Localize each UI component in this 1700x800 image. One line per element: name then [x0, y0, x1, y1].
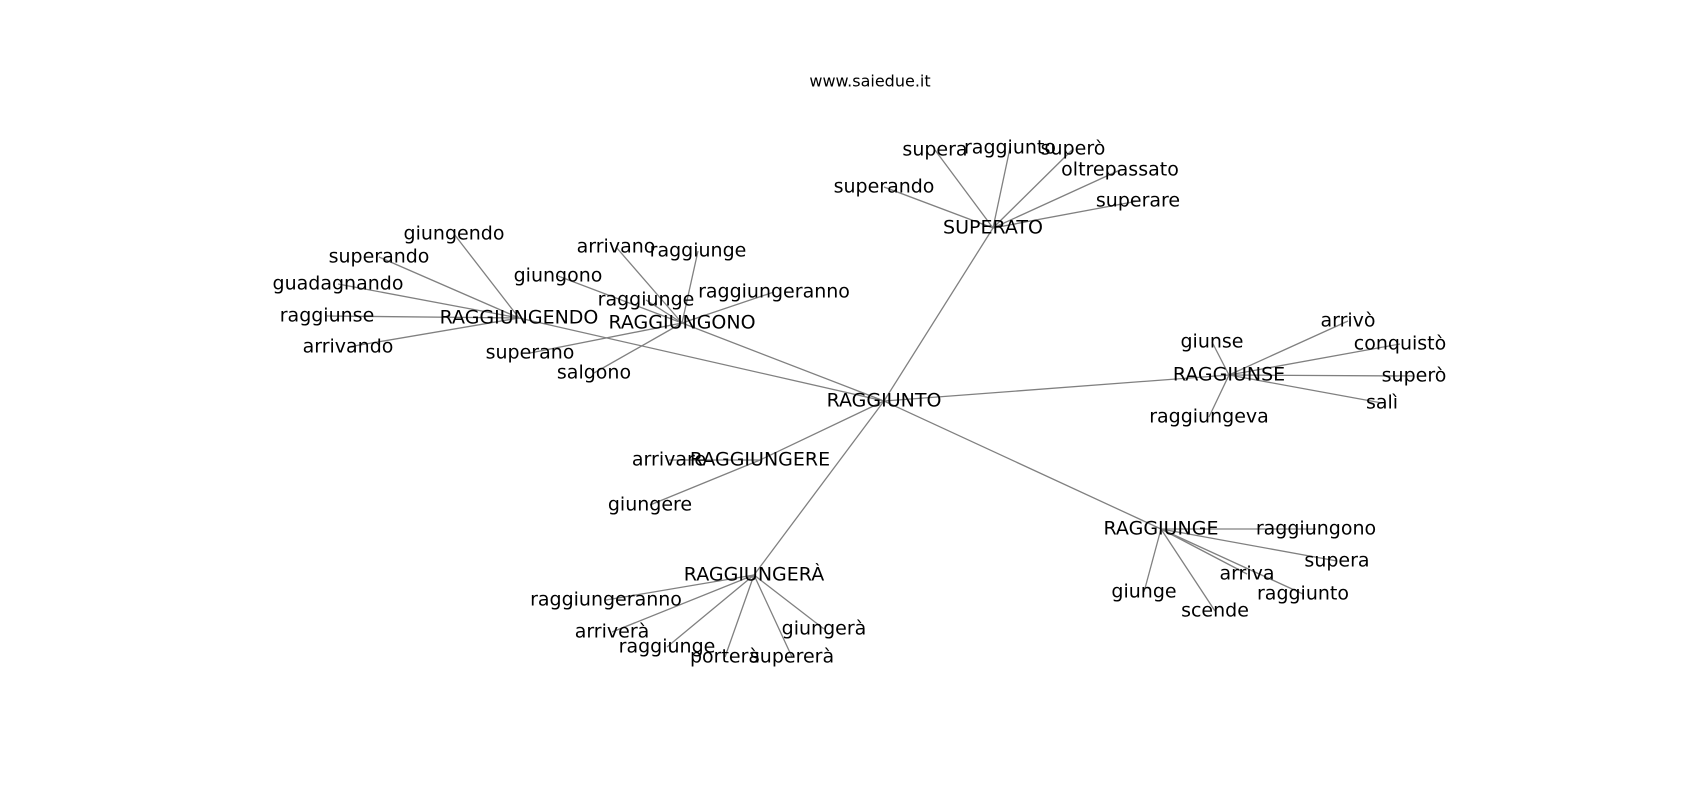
- edge-superato-superato_raggiunto: [992, 147, 1011, 229]
- edge-raggiunge-rge_giunge: [1143, 528, 1162, 593]
- edge-raggiungera-rra_arrivera: [611, 574, 755, 633]
- node-rse-sali: salì: [1366, 392, 1398, 414]
- node-rra-portera: porterà: [690, 646, 760, 668]
- node-superato-oltrepassato: oltrepassato: [1061, 159, 1179, 181]
- edge-raggiunse-rse_conquisto: [1228, 343, 1401, 376]
- edge-raggiunse-rse_giunse: [1211, 341, 1230, 376]
- edge-raggiunge-rge_raggiunto: [1160, 528, 1304, 595]
- node-rgno-raggiunge-b: raggiunge: [598, 289, 695, 311]
- node-raggiungendo: RAGGIUNGENDO: [440, 307, 599, 329]
- node-rge-raggiungono: raggiungono: [1256, 518, 1376, 540]
- edge-raggiungono-rgno_salgono: [593, 322, 683, 374]
- node-superato-supero: superò: [1041, 138, 1106, 160]
- edge-raggiungono-rgno_giungono: [557, 275, 683, 324]
- node-superato: SUPERATO: [943, 217, 1043, 239]
- node-rgno-raggiungeranno: raggiungeranno: [698, 281, 850, 303]
- edge-raggiunge-rge_arriva: [1160, 528, 1248, 575]
- edge-raggiungendo-rgndo_raggiunse: [326, 315, 520, 319]
- node-rse-conquisto: conquistò: [1354, 333, 1446, 355]
- node-rgndo-superando: superando: [329, 246, 430, 268]
- edge-raggiunse-rse_raggiungeva: [1208, 374, 1230, 418]
- node-rge-arriva: arriva: [1219, 563, 1274, 585]
- node-rge-supera: supera: [1304, 550, 1369, 572]
- edge-raggiungera-rra_portera: [724, 574, 755, 658]
- edge-raggiunto-raggiungera: [753, 400, 885, 576]
- node-raggiunse: RAGGIUNSE: [1173, 364, 1285, 386]
- edge-raggiungera-rra_raggiungeranno: [605, 574, 755, 601]
- node-raggiungera: RAGGIUNGERÀ: [684, 563, 824, 586]
- node-superato-superando: superando: [834, 176, 935, 198]
- node-raggiungono: RAGGIUNGONO: [608, 312, 755, 334]
- node-rre-arrivare: arrivare: [632, 449, 706, 471]
- node-rse-giunse: giunse: [1180, 331, 1243, 353]
- node-rra-raggiungeranno: raggiungeranno: [530, 589, 682, 611]
- edges-layer: [326, 147, 1415, 658]
- node-rgno-arrivano: arrivano: [577, 236, 656, 258]
- edge-raggiunse-rse_supero: [1228, 374, 1415, 377]
- node-rgndo-guadagnando: guadagnando: [273, 273, 404, 295]
- node-rse-raggiungeva: raggiungeva: [1149, 406, 1269, 428]
- node-rge-giunge: giunge: [1111, 581, 1176, 603]
- node-raggiunge: RAGGIUNGE: [1104, 518, 1219, 540]
- diagram-title: www.saiedue.it: [809, 72, 930, 91]
- edge-raggiunto-superato: [883, 227, 994, 402]
- node-rgndo-giungendo: giungendo: [404, 223, 505, 245]
- edge-raggiunto-raggiungendo: [518, 317, 885, 402]
- node-rgno-superano: superano: [486, 342, 575, 364]
- edge-raggiungere-rre_giungere: [649, 459, 761, 506]
- edge-raggiunto-raggiunse: [883, 374, 1230, 402]
- edge-raggiungendo-rgndo_superando: [378, 256, 520, 319]
- node-rra-raggiunge: raggiunge: [619, 636, 716, 658]
- edge-raggiungono-rgno_raggiunge_a: [681, 250, 699, 324]
- node-rge-raggiunto: raggiunto: [1257, 583, 1349, 605]
- node-rse-supero: superò: [1382, 365, 1447, 387]
- edge-raggiunto-raggiunge: [883, 400, 1162, 530]
- node-rgno-salgono: salgono: [557, 362, 631, 384]
- edge-raggiungera-rra_giungera: [753, 574, 825, 630]
- node-rra-giungera: giungerà: [782, 618, 867, 640]
- edge-raggiungera-rra_raggiunge: [666, 574, 755, 648]
- node-rgno-giungono: giungono: [514, 265, 603, 287]
- edge-raggiungono-rgno_superano: [529, 322, 683, 354]
- edge-superato-superato_supero: [992, 148, 1074, 229]
- node-superato-raggiunto: raggiunto: [964, 137, 1056, 159]
- edge-superato-superato_supera: [934, 149, 994, 229]
- node-rgndo-raggiunse: raggiunse: [280, 305, 375, 327]
- node-superato-superare: superare: [1096, 190, 1180, 212]
- edge-raggiungendo-rgndo_guadagnando: [337, 283, 520, 319]
- nodes-layer: RAGGIUNTO SUPERATO RAGGIUNGENDO RAGGIUNGONO…: [273, 137, 1447, 668]
- edge-raggiunge-rge_supera: [1160, 528, 1338, 562]
- edge-raggiungono-rgno_raggiungeranno: [681, 291, 775, 324]
- edge-raggiungendo-rgndo_giungendo: [453, 233, 520, 319]
- edge-raggiunge-rge_scende: [1160, 528, 1216, 612]
- node-raggiungere: RAGGIUNGERE: [690, 449, 830, 471]
- node-rre-giungere: giungere: [608, 494, 692, 516]
- edge-raggiungera-rra_superera: [753, 574, 793, 658]
- node-rra-superera: supererà: [750, 646, 834, 668]
- edge-raggiunse-rse_sali: [1228, 374, 1383, 404]
- edge-raggiungono-rgno_arrivano: [615, 246, 683, 324]
- edge-raggiunto-raggiungere: [759, 400, 885, 461]
- node-rra-arrivera: arriverà: [575, 621, 650, 643]
- node-raggiunto: RAGGIUNTO: [827, 390, 942, 412]
- edge-raggiunse-rse_arrivo: [1228, 320, 1349, 376]
- edge-superato-superato_superando: [883, 186, 994, 229]
- edge-raggiungendo-rgndo_arrivando: [347, 317, 520, 348]
- edge-superato-superato_oltrepassato: [992, 169, 1121, 229]
- node-rse-arrivo: arrivò: [1320, 310, 1375, 332]
- edge-superato-superato_superare: [992, 200, 1139, 229]
- node-superato-supera: supera: [902, 139, 967, 161]
- node-rgno-raggiunge-a: raggiunge: [650, 240, 747, 262]
- node-rgndo-arrivando: arrivando: [303, 336, 394, 358]
- node-rge-scende: scende: [1181, 600, 1249, 622]
- edge-raggiunto-raggiungono: [681, 322, 885, 402]
- edge-raggiungono-rgno_raggiunge_b: [645, 299, 683, 324]
